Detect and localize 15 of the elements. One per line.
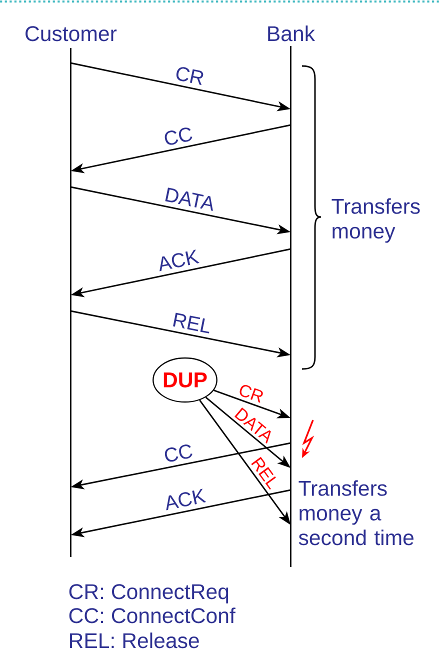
edge-label: ACK bbox=[166, 488, 206, 510]
abbreviation-note: CR: ConnectReq bbox=[69, 584, 228, 604]
ellipse-node: DUP bbox=[152, 357, 218, 403]
edge-label: CC bbox=[164, 444, 192, 462]
edge-label: REL bbox=[173, 312, 210, 334]
edge-label: CC bbox=[164, 128, 192, 145]
edge-label: DATA bbox=[165, 188, 213, 211]
edge-label: CR bbox=[240, 385, 263, 403]
lifeline-header: Bank bbox=[268, 26, 316, 42]
edge-label: ACK bbox=[160, 250, 200, 272]
edge-label: CR bbox=[176, 67, 204, 86]
annotation-text: Transfers money a second time bbox=[298, 480, 414, 546]
abbreviation-note: CC: ConnectConf bbox=[69, 608, 236, 624]
lifeline-header: Customer bbox=[26, 26, 117, 42]
abbreviation-note: REL: Release bbox=[70, 632, 199, 648]
